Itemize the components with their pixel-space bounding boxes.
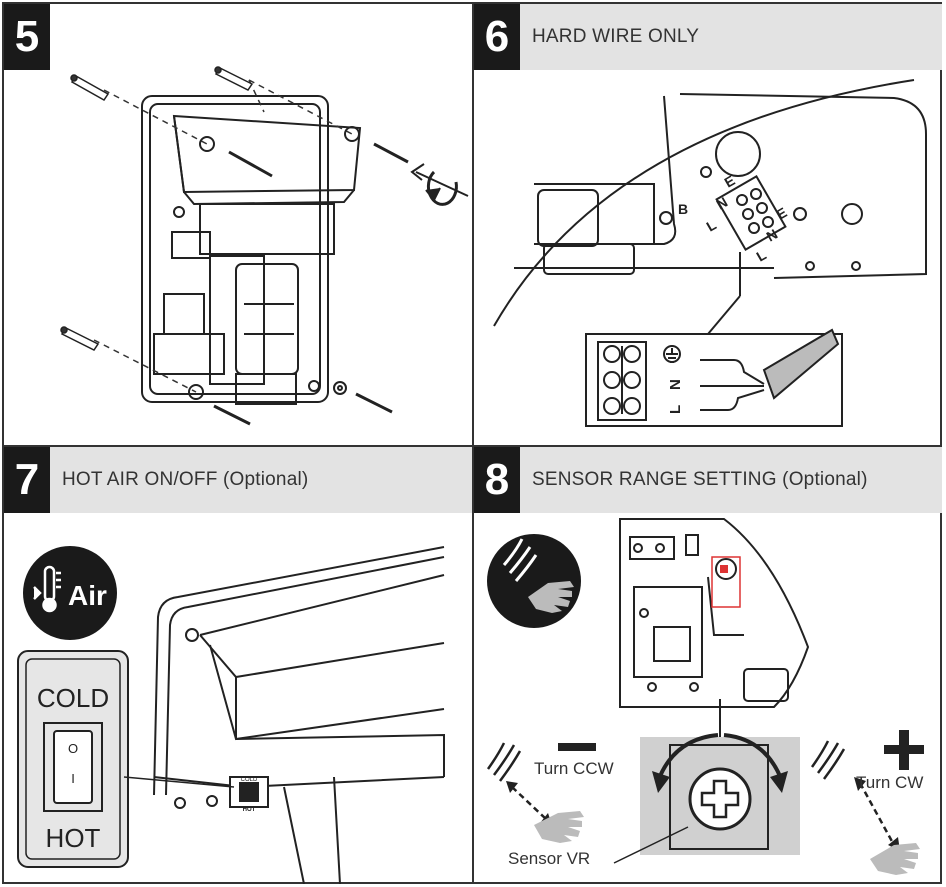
turn-ccw-label: Turn CCW (534, 759, 614, 778)
sensor-badge (487, 534, 581, 628)
svg-text:E: E (774, 204, 790, 223)
air-label: Air (68, 580, 107, 611)
step-title: HARD WIRE ONLY (532, 26, 700, 47)
board-label-b: B (678, 201, 688, 217)
svg-text:L: L (754, 246, 770, 264)
step-number: 8 (474, 447, 520, 513)
small-hot-label: HOT (243, 807, 256, 813)
step-8-panel: 8 SENSOR RANGE SETTING (Optional) (474, 447, 942, 884)
step-7-panel: 7 HOT AIR ON/OFF (Optional) Air COLD O I… (4, 447, 472, 884)
screw-icon (60, 66, 409, 426)
step-6-panel: 6 HARD WIRE ONLY (474, 4, 942, 445)
hot-air-illustration: Air COLD O I HOT COLD HOT (17, 546, 445, 884)
step-title: HOT AIR ON/OFF (Optional) (62, 469, 309, 490)
hand-icon (528, 581, 574, 613)
svg-text:N: N (764, 226, 781, 245)
horizontal-divider (2, 445, 942, 447)
step-header (4, 447, 472, 513)
switch-cold-label: COLD (37, 683, 109, 713)
turn-cw-label: Turn CW (856, 773, 924, 792)
step-number: 6 (474, 4, 520, 70)
minus-icon (558, 743, 596, 751)
vertical-divider (472, 2, 474, 884)
thermometer-icon (33, 565, 61, 613)
step-header (474, 4, 942, 70)
screwdriver-icon (410, 163, 469, 206)
step-5-panel: 5 (4, 4, 472, 445)
sensor-vr-label: Sensor VR (508, 849, 591, 868)
inset-label-l: L (667, 405, 684, 414)
sensor-illustration (486, 518, 924, 875)
switch-hot-label: HOT (46, 823, 101, 853)
wiring-illustration: B L N E E N L N L (493, 79, 927, 427)
mounting-illustration (60, 66, 469, 426)
step-number: 7 (4, 447, 50, 513)
svg-text:N: N (714, 194, 731, 213)
svg-text:L: L (704, 216, 720, 234)
step-number: 5 (4, 4, 50, 70)
switch-off-mark: I (71, 771, 75, 786)
switch-on-mark: O (68, 741, 78, 756)
small-cold-label: COLD (241, 777, 258, 783)
step-title: SENSOR RANGE SETTING (Optional) (532, 469, 868, 490)
wave-icon (502, 538, 538, 582)
step-header (474, 447, 942, 513)
inset-label-n: N (667, 379, 684, 390)
